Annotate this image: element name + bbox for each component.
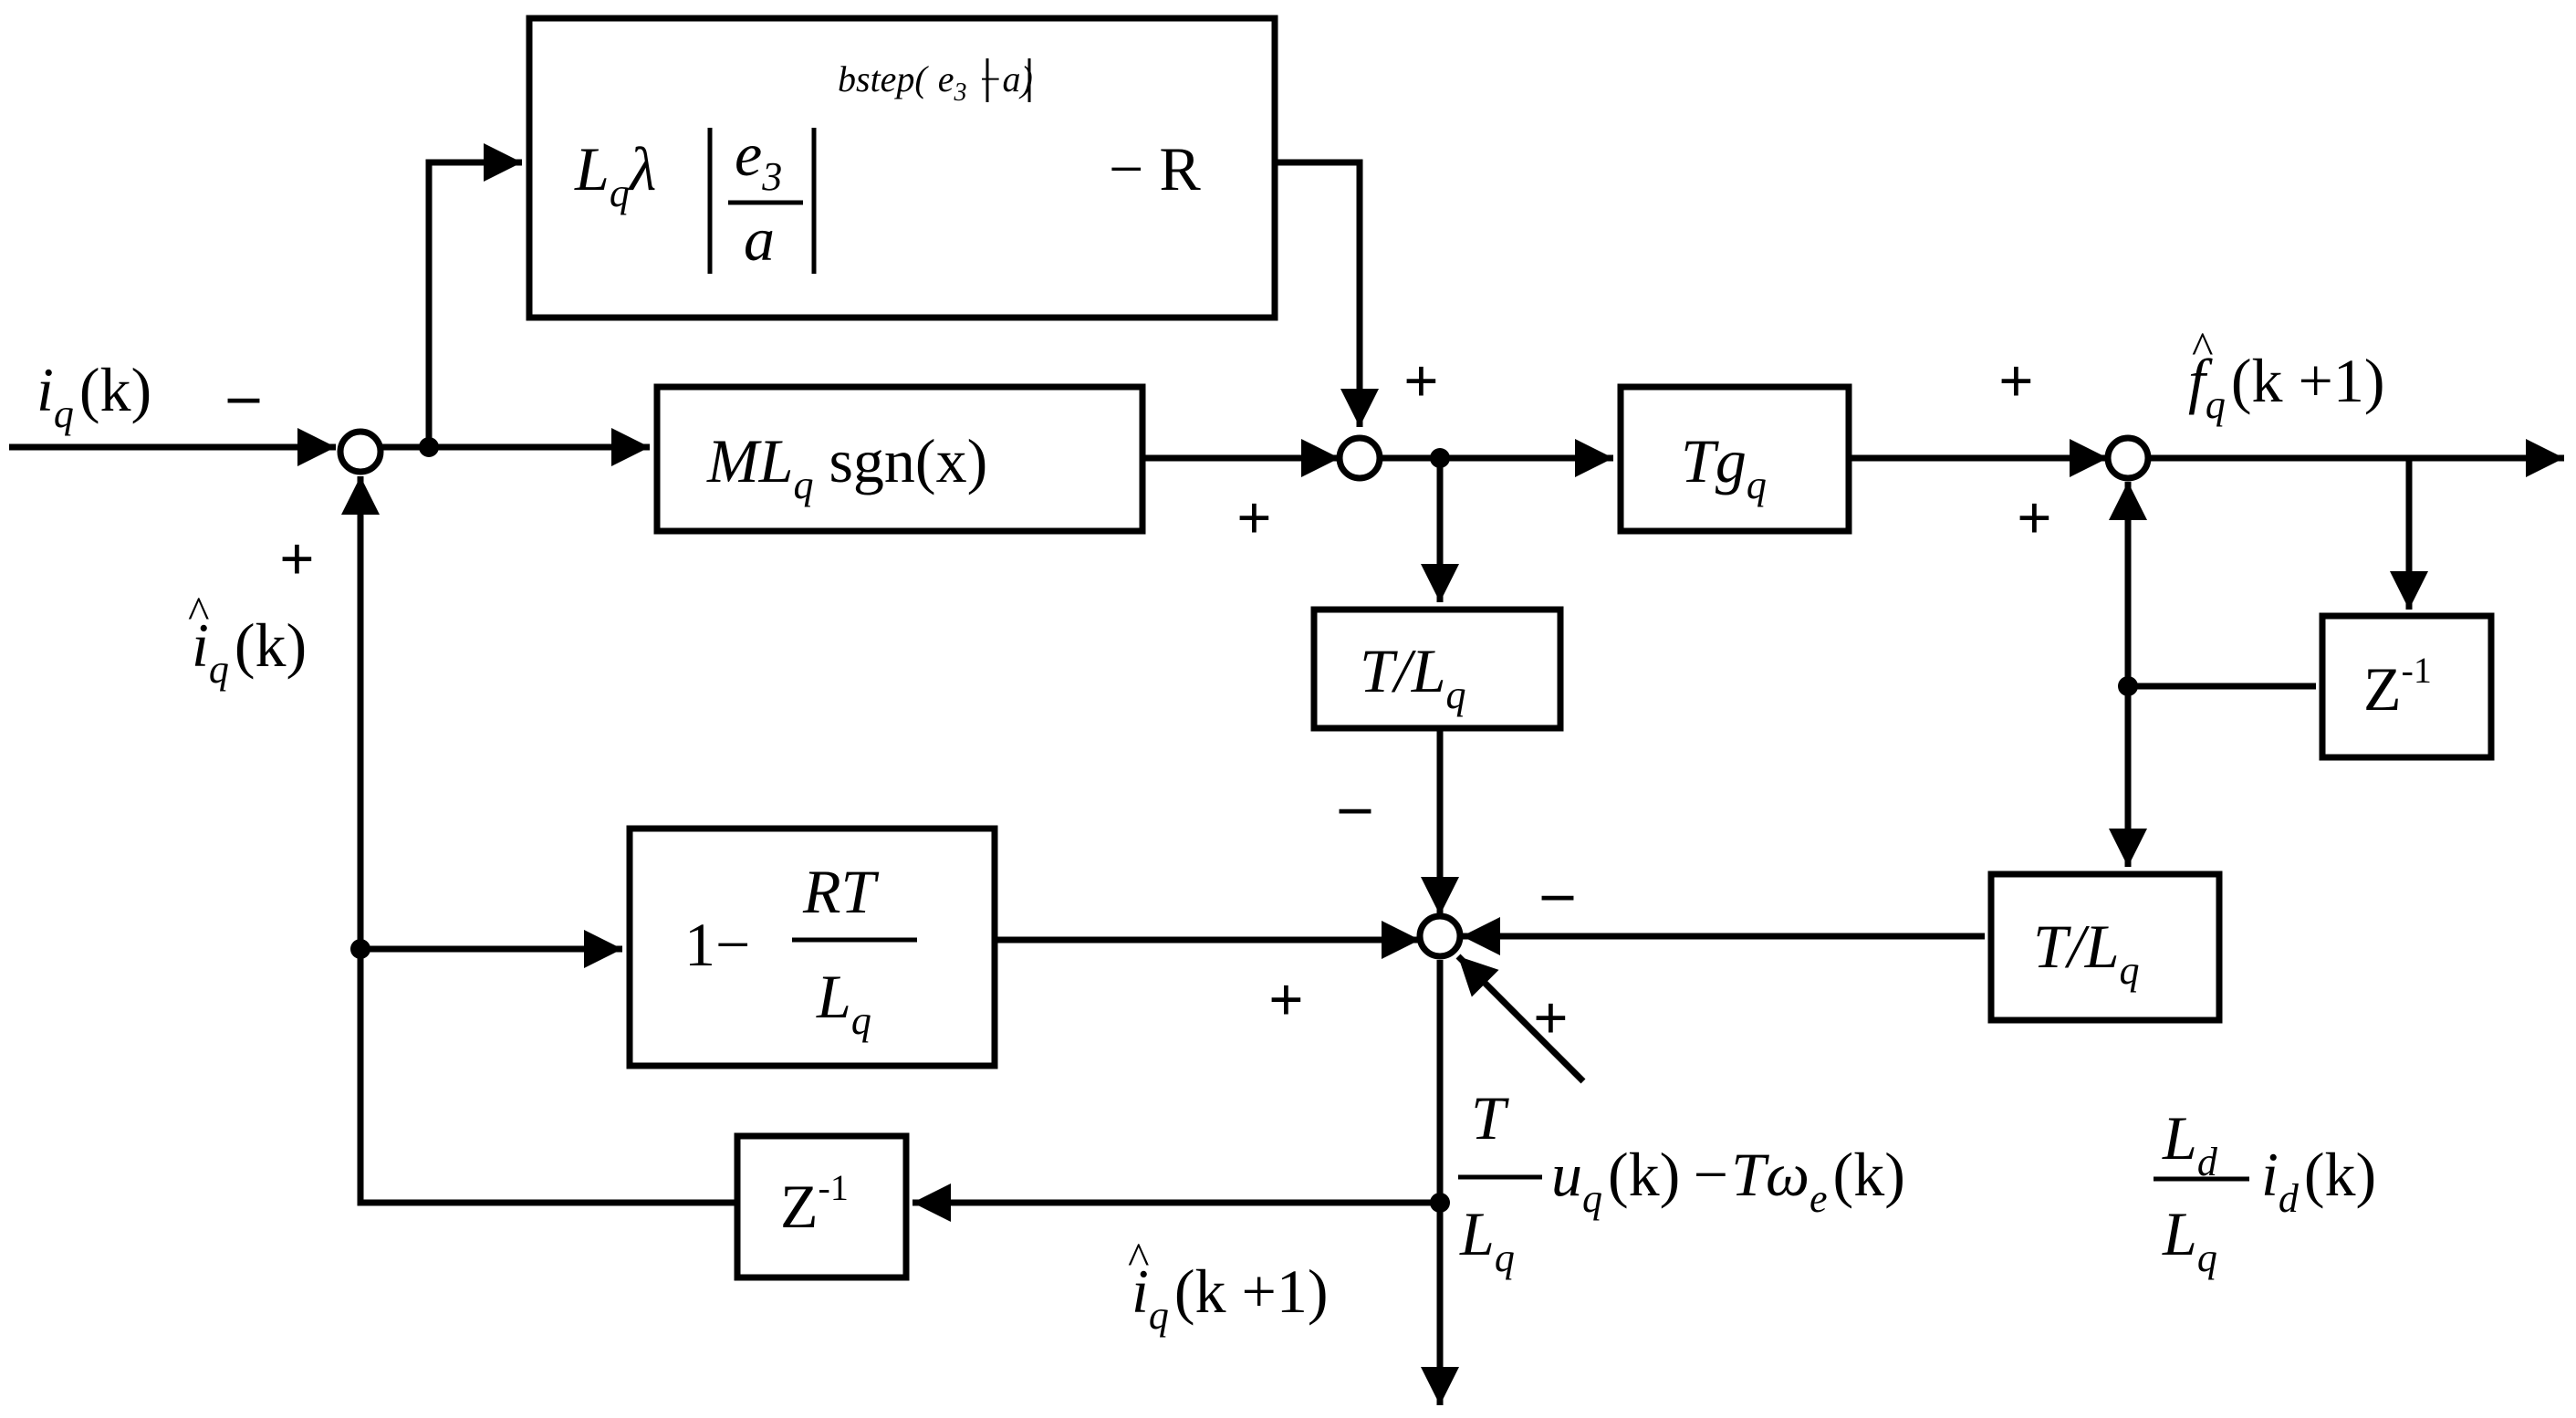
- sign-plus: +: [2017, 483, 2052, 552]
- junction-dot: [419, 437, 439, 457]
- sign-plus: +: [279, 524, 315, 593]
- voltage-term-label: T Lq uq(k)−Tωe(k) Ld Lq id(k): [1458, 1083, 2376, 1280]
- iq-hat-k-label: ^ iq(k): [188, 587, 307, 692]
- z-bottom-block: [734, 1132, 910, 1281]
- svg-text:Ld: Ld: [2162, 1103, 2218, 1184]
- sign-plus: +: [1236, 483, 1272, 552]
- svg-text:iq(k): iq(k): [192, 610, 307, 692]
- z-bottom-feedback: [341, 476, 737, 1206]
- iq-hat-k1-label: ^ iq(k +1): [1128, 1233, 1329, 1338]
- sign-plus: +: [1268, 964, 1304, 1034]
- to-top-block: [425, 143, 522, 447]
- iq-k-label: iq(k): [37, 355, 151, 436]
- svg-text:Lq: Lq: [1459, 1199, 1515, 1280]
- top-block-to-sum2: [1275, 159, 1379, 427]
- summer-2: [1336, 434, 1383, 482]
- summer-1: [337, 428, 384, 475]
- svg-text:Lq: Lq: [816, 962, 871, 1043]
- svg-text:^: ^: [188, 587, 209, 638]
- junction-dot: [1430, 1193, 1450, 1213]
- sign-block-label: MLq sgn(x): [706, 426, 987, 507]
- sign-minus: –: [1339, 770, 1371, 839]
- tl-right-block: [1987, 871, 2223, 1024]
- summing-junctions: [337, 428, 2152, 960]
- svg-text:^: ^: [1128, 1233, 1149, 1284]
- z-right-block: [2319, 612, 2495, 761]
- svg-text:Lqλ: Lqλ: [574, 134, 656, 215]
- tg-block: [1617, 383, 1852, 535]
- diag-input: [1455, 954, 1586, 1084]
- junction-dot: [350, 939, 370, 959]
- junction-dots: [350, 437, 2138, 1213]
- tl-mid-block: [1310, 606, 1564, 732]
- sign-plus: +: [1403, 346, 1439, 415]
- signs: – + + + + + – – + +: [227, 346, 2052, 1052]
- z-right-label: Z-1: [2363, 650, 2432, 724]
- svg-text:id(k): id(k): [2261, 1140, 2376, 1221]
- svg-text:Lq: Lq: [2162, 1199, 2217, 1280]
- summer-3: [2104, 434, 2152, 482]
- fq-hat-k1-label: ^ fq(k +1): [2188, 322, 2385, 427]
- svg-text:1−: 1−: [684, 910, 750, 979]
- one-minus-block: [626, 825, 998, 1069]
- top-gain-label: Lqλ e3 a bstep(e3−a) − R: [574, 58, 1201, 274]
- svg-text:iq(k +1): iq(k +1): [1132, 1256, 1329, 1338]
- one-minus-label: 1− RT Lq: [684, 857, 917, 1043]
- svg-text:T: T: [1471, 1083, 1509, 1152]
- svg-text:− R: − R: [1109, 134, 1201, 203]
- svg-text:uq(k)−Tωe(k): uq(k)−Tωe(k): [1551, 1140, 1905, 1221]
- svg-text:a: a: [744, 204, 775, 274]
- svg-text:^: ^: [2192, 322, 2213, 373]
- svg-text:fq(k +1): fq(k +1): [2188, 346, 2385, 427]
- sign-minus: –: [1541, 857, 1574, 926]
- tl-right-label: T/Lq: [2033, 912, 2140, 993]
- tl-mid-label: T/Lq: [1360, 636, 1466, 717]
- sign-plus: +: [1998, 346, 2034, 415]
- tg-label: Tgq: [1681, 426, 1767, 507]
- signal-lines: [9, 143, 2564, 1405]
- blocks: [526, 15, 2495, 1281]
- svg-text:RT: RT: [802, 857, 880, 926]
- svg-text:e3: e3: [735, 120, 782, 199]
- z-bottom-label: Z-1: [780, 1167, 849, 1241]
- sign-minus: –: [227, 360, 260, 429]
- top-gain-block: [526, 15, 1278, 321]
- junction-dot: [2118, 676, 2138, 696]
- sign-plus: +: [1533, 983, 1569, 1052]
- summer-4: [1416, 912, 1464, 960]
- sign-block: [653, 383, 1146, 535]
- junction-dot: [1430, 448, 1450, 468]
